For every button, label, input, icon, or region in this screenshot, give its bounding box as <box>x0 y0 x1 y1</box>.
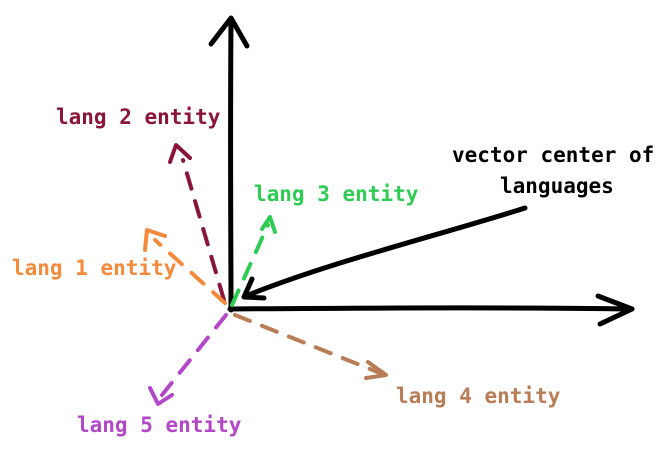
x-axis-arrow <box>227 293 635 327</box>
lang-5-arrow <box>148 313 228 406</box>
y-axis-arrowhead <box>208 15 250 49</box>
lang-4-arrowhead <box>364 360 388 380</box>
lang-2-arrowhead <box>168 143 192 164</box>
lang-4-arrow <box>233 313 388 380</box>
lang-5-label: lang 5 entity <box>77 413 242 437</box>
x-axis-arrowhead <box>595 293 635 327</box>
vector-center-arrow <box>241 205 528 301</box>
lang-1-label: lang 1 entity <box>12 256 177 280</box>
lang-3-line <box>230 223 270 307</box>
vector-center-line <box>243 205 528 299</box>
lang-5-line <box>160 313 228 397</box>
x-axis-line <box>227 305 635 312</box>
lang-2-label: lang 2 entity <box>56 105 221 129</box>
lang-1-arrowhead <box>143 228 167 252</box>
vector-center-label-line-1: vector center of <box>452 143 654 167</box>
lang-3-arrow <box>230 215 277 307</box>
lang-5-arrowhead <box>148 386 174 406</box>
lang-4-label: lang 4 entity <box>396 384 561 408</box>
vector-center-label-line-2: languages <box>500 174 614 198</box>
vector-center-arrowhead <box>241 276 267 301</box>
lang-2-line <box>181 158 226 302</box>
lang-4-line <box>233 313 382 375</box>
lang-3-arrowhead <box>260 215 277 234</box>
y-axis-arrow <box>208 15 250 313</box>
lang-2-arrow <box>168 143 226 302</box>
lang-1-arrow <box>143 228 227 305</box>
lang-1-line <box>153 238 227 305</box>
lang-3-label: lang 3 entity <box>254 182 419 206</box>
